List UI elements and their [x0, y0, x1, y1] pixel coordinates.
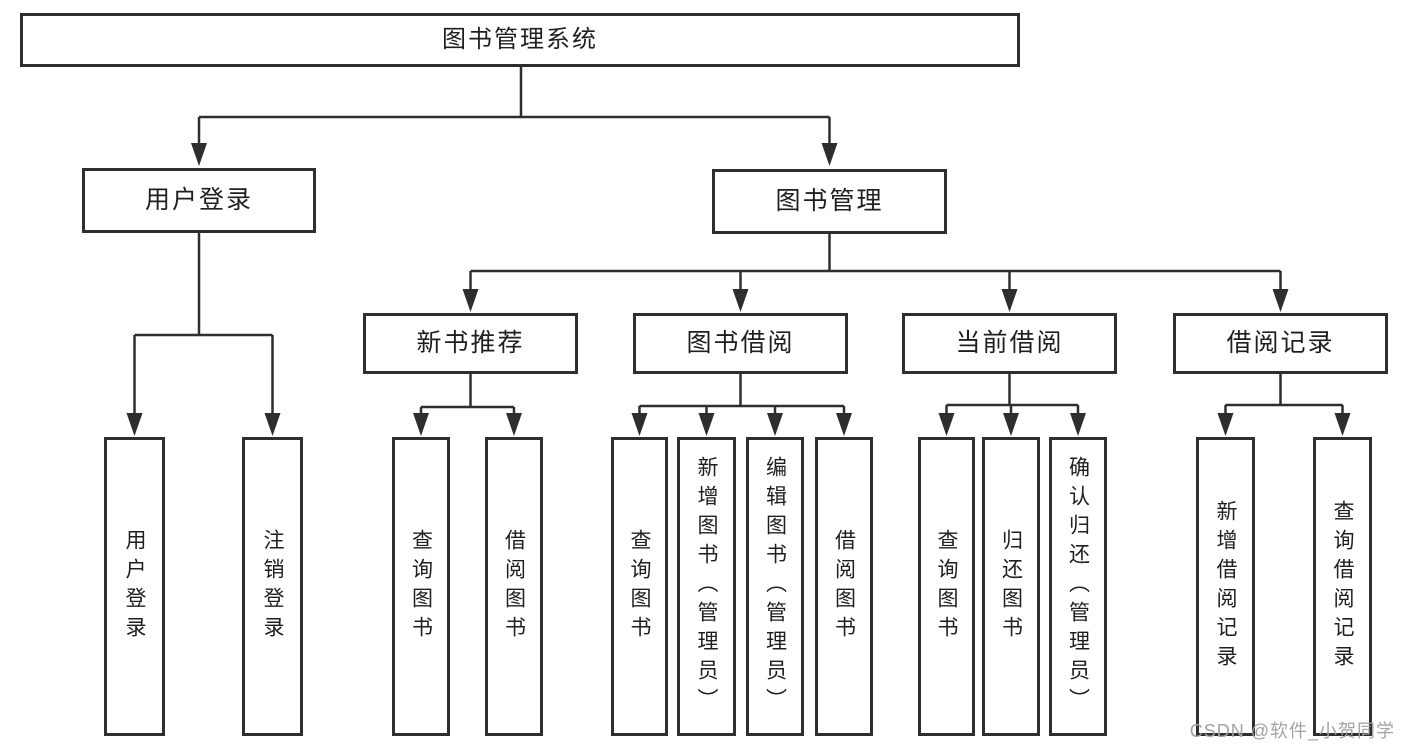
leaf-query-books-borrow-label: 查询图书 — [628, 528, 651, 645]
leaf-confirm-return-admin-label: 确认归还（管理员） — [1066, 456, 1090, 717]
leaf-user-login-label: 用户登录 — [123, 528, 146, 645]
leaf-query-books-current: 查询图书 — [918, 437, 975, 736]
leaf-edit-books-admin: 编辑图书（管理员） — [746, 437, 804, 736]
leaf-query-books-newbook-label: 查询图书 — [409, 528, 433, 645]
leaf-return-books-label: 归还图书 — [999, 528, 1023, 645]
leaf-logout-login: 注销登录 — [242, 437, 303, 736]
leaf-borrow-books-borrow-label: 借阅图书 — [832, 528, 856, 645]
leaf-return-books: 归还图书 — [982, 437, 1040, 736]
leaf-add-borrow-record-label: 新增借阅记录 — [1214, 499, 1237, 674]
leaf-add-books-admin-label: 新增图书（管理员） — [695, 456, 718, 717]
node-book-borrowing-label: 图书借阅 — [686, 329, 795, 357]
node-user-login: 用户登录 — [82, 168, 316, 233]
node-user-login-label: 用户登录 — [144, 186, 253, 214]
node-new-book-recommend: 新书推荐 — [363, 313, 578, 374]
node-new-book-recommend-label: 新书推荐 — [416, 329, 525, 357]
node-current-borrowing: 当前借阅 — [902, 313, 1117, 374]
node-book-management-label: 图书管理 — [775, 187, 884, 215]
leaf-edit-books-admin-label: 编辑图书（管理员） — [763, 456, 787, 717]
leaf-add-books-admin: 新增图书（管理员） — [677, 437, 736, 736]
leaf-user-login: 用户登录 — [104, 437, 165, 736]
leaf-logout-login-label: 注销登录 — [261, 528, 284, 645]
node-root: 图书管理系统 — [20, 13, 1020, 67]
node-root-label: 图书管理系统 — [442, 26, 598, 53]
leaf-borrow-books-borrow: 借阅图书 — [815, 437, 873, 736]
leaf-borrow-books-newbook-label: 借阅图书 — [502, 528, 526, 645]
leaf-borrow-books-newbook: 借阅图书 — [485, 437, 543, 736]
node-book-borrowing: 图书借阅 — [633, 313, 848, 374]
node-current-borrowing-label: 当前借阅 — [955, 329, 1064, 357]
csdn-watermark: CSDN @软件_小贺同学 — [1189, 721, 1395, 741]
leaf-query-borrow-record: 查询借阅记录 — [1313, 437, 1372, 736]
leaf-query-books-borrow: 查询图书 — [611, 437, 668, 736]
leaf-query-books-newbook: 查询图书 — [392, 437, 450, 736]
node-borrowing-records-label: 借阅记录 — [1226, 329, 1335, 357]
node-book-management: 图书管理 — [712, 169, 947, 234]
leaf-add-borrow-record: 新增借阅记录 — [1196, 437, 1255, 736]
leaf-query-borrow-record-label: 查询借阅记录 — [1331, 499, 1354, 674]
leaf-query-books-current-label: 查询图书 — [935, 528, 958, 645]
node-borrowing-records: 借阅记录 — [1173, 313, 1388, 374]
leaf-confirm-return-admin: 确认归还（管理员） — [1049, 437, 1107, 736]
